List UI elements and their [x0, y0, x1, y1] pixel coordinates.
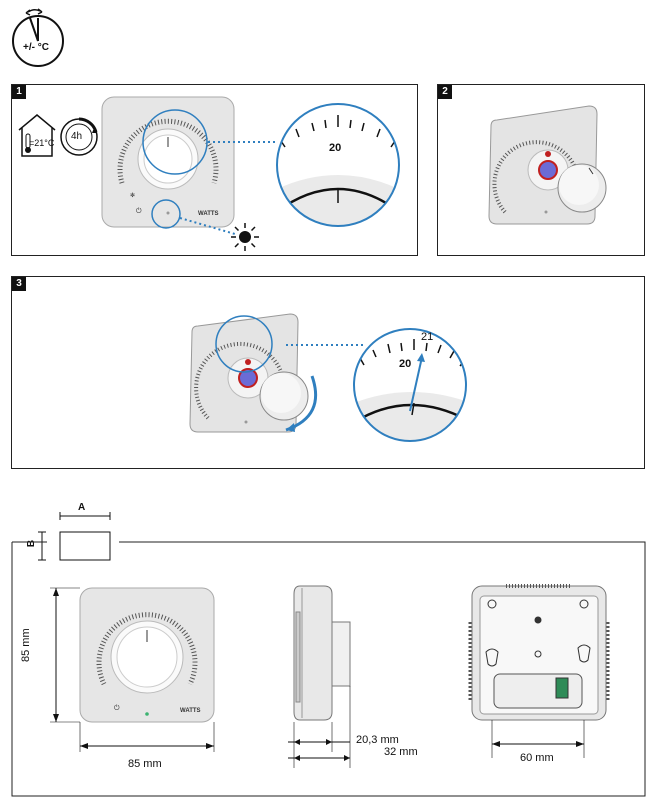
- svg-text:⏻: ⏻: [136, 207, 142, 215]
- zoom-detail-circle-rotate: [353, 328, 467, 442]
- zoom-detail-circle: [276, 103, 400, 227]
- step-number: 2: [438, 85, 452, 99]
- hole-spacing-dimension: 60 mm: [520, 752, 554, 764]
- house-thermometer-icon: [18, 114, 56, 157]
- house-temp-label: =21°C: [29, 138, 55, 148]
- height-dimension: 85 mm: [20, 628, 32, 662]
- width-dimension: 85 mm: [128, 758, 162, 770]
- zoom-target-value: 21: [421, 331, 434, 343]
- thermostat-rotate-knob-image: [189, 313, 318, 433]
- side-view-drawing: [288, 585, 351, 768]
- timer-label: 4h: [71, 131, 83, 142]
- sun-icon: [231, 223, 259, 251]
- dimensions-frame: [11, 541, 646, 797]
- temp-adjust-label: +/- °C: [23, 42, 49, 53]
- thermostat-knob-removed-image: [488, 105, 607, 225]
- back-view-drawing: [468, 584, 610, 758]
- svg-text:✻: ✻: [130, 192, 135, 199]
- dial-scale-ticks: [117, 118, 219, 184]
- thermostat-front-image: ✻ ⏻ WATTS: [101, 96, 235, 228]
- depth-total-dimension: 32 mm: [384, 746, 418, 758]
- temperature-adjust-icon: [12, 8, 64, 67]
- step-number: 3: [12, 277, 26, 291]
- brand-logo: WATTS: [198, 211, 219, 217]
- dimension-legend: [38, 512, 111, 561]
- svg-text:⏻: ⏻: [114, 704, 120, 712]
- brand-logo: WATTS: [180, 708, 201, 714]
- depth-knob-dimension: 20,3 mm: [356, 734, 399, 746]
- zoom-connector-line: [286, 344, 364, 346]
- step-3-panel: 3: [11, 276, 645, 469]
- magnifier-overlay: [142, 109, 278, 235]
- zoom-scale-value: 20: [329, 142, 342, 154]
- zoom-scale-value: 20: [399, 358, 412, 370]
- front-view-drawing: ⏻ WATTS: [50, 587, 215, 752]
- step-number: 1: [12, 85, 26, 99]
- timer-icon: [60, 117, 98, 156]
- legend-label-a: A: [78, 502, 86, 513]
